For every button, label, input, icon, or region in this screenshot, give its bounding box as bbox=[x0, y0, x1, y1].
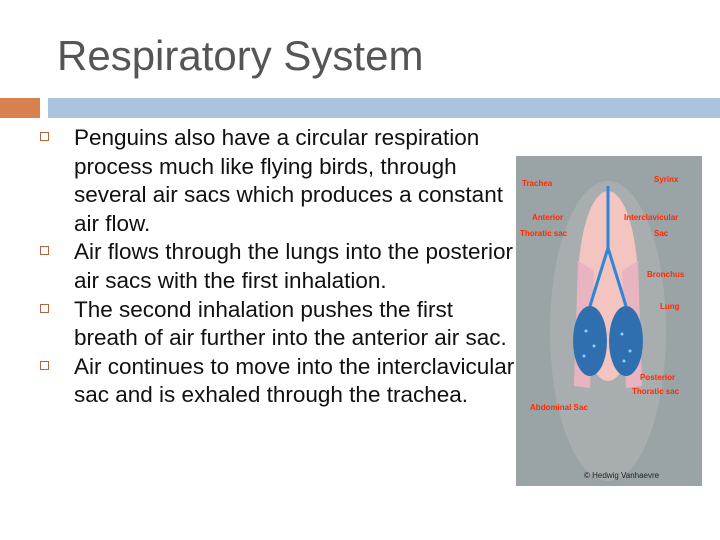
bullet-text: Air flows through the lungs into the pos… bbox=[74, 239, 513, 293]
bullet-item: Penguins also have a circular respiratio… bbox=[40, 124, 520, 238]
label-trachea: Trachea bbox=[522, 179, 553, 188]
right-lung-shape bbox=[609, 306, 643, 376]
title-divider-bar bbox=[48, 98, 720, 118]
square-bullet-icon bbox=[40, 360, 49, 370]
label-lung: Lung bbox=[660, 302, 680, 311]
label-posterior: Posterior bbox=[640, 373, 675, 382]
bullet-item: Air flows through the lungs into the pos… bbox=[40, 238, 520, 295]
label-posterior-thoracic-sac: Thoratic sac bbox=[632, 387, 680, 396]
bullet-text: Air continues to move into the interclav… bbox=[74, 353, 515, 408]
lung-dot bbox=[584, 329, 588, 333]
label-sac: Sac bbox=[654, 229, 669, 238]
image-credit: © Hedwig Vanhaevre bbox=[584, 471, 660, 480]
lung-dot bbox=[620, 332, 624, 336]
title-accent-bar bbox=[0, 98, 40, 118]
bullet-text: The second inhalation pushes the first b… bbox=[74, 296, 507, 351]
square-bullet-icon bbox=[40, 132, 49, 141]
square-bullet-icon bbox=[40, 246, 49, 256]
bullet-text: Penguins also have a circular respiratio… bbox=[74, 125, 503, 236]
lung-dot bbox=[628, 349, 632, 353]
bullet-item: The second inhalation pushes the first b… bbox=[40, 296, 520, 353]
label-thoracic-sac: Thoratic sac bbox=[520, 229, 568, 238]
lung-dot bbox=[592, 344, 596, 348]
lung-dot bbox=[582, 354, 586, 358]
bullet-item: Air continues to move into the interclav… bbox=[40, 353, 520, 410]
slide-title: Respiratory System bbox=[57, 32, 424, 79]
penguin-respiratory-diagram: Trachea Syrinx Anterior Thoratic sac Int… bbox=[516, 156, 702, 486]
bullet-list: Penguins also have a circular respiratio… bbox=[40, 124, 520, 410]
label-syrinx: Syrinx bbox=[654, 175, 679, 184]
trachea-bronchi-shape bbox=[588, 186, 628, 307]
label-anterior: Anterior bbox=[532, 213, 563, 222]
label-interclavicular: Interclavicular bbox=[624, 213, 678, 222]
label-abdominal-sac: Abdominal Sac bbox=[530, 403, 588, 412]
label-bronchus: Bronchus bbox=[647, 270, 685, 279]
left-lung-shape bbox=[573, 306, 607, 376]
square-bullet-icon bbox=[40, 303, 49, 313]
lung-dot bbox=[622, 359, 626, 363]
